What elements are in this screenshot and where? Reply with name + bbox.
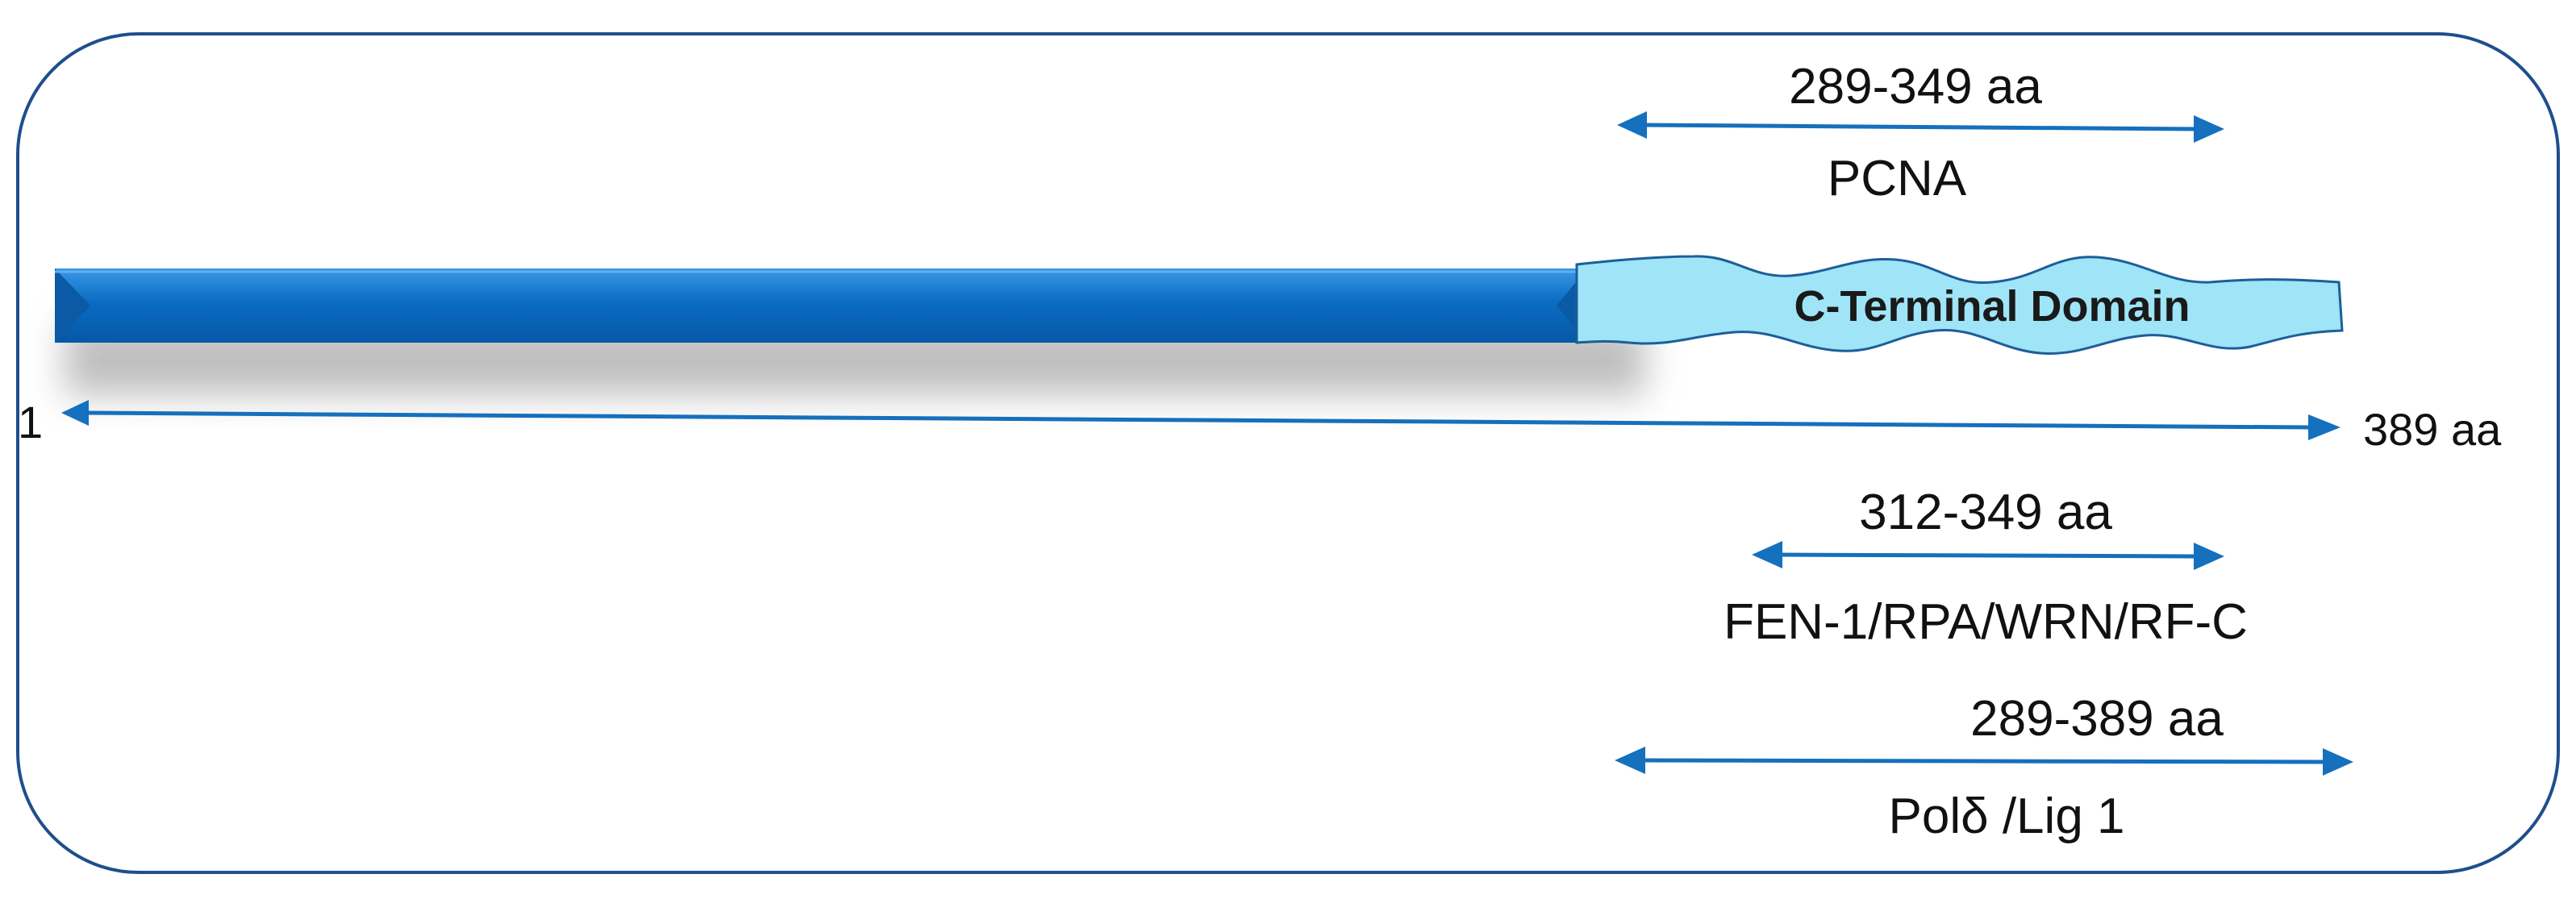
interaction-range-fen1: 312-349 aa bbox=[1859, 485, 2112, 540]
protein-bar-left-bevel bbox=[55, 268, 90, 343]
interaction-arrow-fen1 bbox=[1752, 541, 2224, 570]
end-residue-label: 389 aa bbox=[2363, 404, 2502, 455]
interaction-range-pol-lig: 289-389 aa bbox=[1970, 691, 2224, 747]
interaction-range-pcna: 289-349 aa bbox=[1789, 59, 2042, 114]
c-terminal-domain-label: C-Terminal Domain bbox=[1794, 282, 2190, 331]
diagram-frame bbox=[16, 32, 2560, 874]
interaction-arrow-pol-lig bbox=[1615, 747, 2353, 776]
c-terminal-domain-shape bbox=[1575, 255, 2344, 355]
full-length-arrow bbox=[61, 400, 2340, 440]
interaction-partner-pcna: PCNA bbox=[1828, 151, 1967, 206]
protein-bar bbox=[55, 268, 1587, 343]
interaction-partner-fen1: FEN-1/RPA/WRN/RF-C bbox=[1724, 594, 2248, 650]
interaction-partner-pol-lig: Polδ /Lig 1 bbox=[1888, 789, 2124, 844]
start-residue-label: 1 bbox=[18, 397, 43, 447]
interaction-arrow-pcna bbox=[1617, 111, 2224, 143]
